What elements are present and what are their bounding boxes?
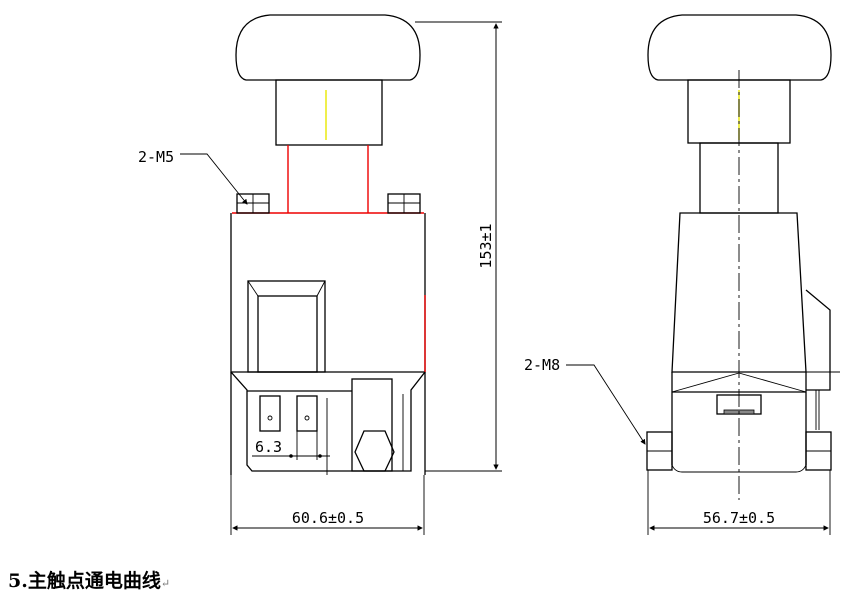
left-view: 6.3 60.6±0.5 153±1 2-M5: [138, 14, 502, 535]
terminal: [296, 395, 318, 432]
housing-lower: [230, 371, 426, 475]
m8-label: 2-M8: [524, 356, 560, 374]
m8-nut-left: [646, 431, 673, 471]
m5-nut-right: [387, 193, 421, 214]
upper-stem: [275, 79, 383, 146]
section-number: 5.: [8, 570, 28, 592]
height-dim: 153±1: [477, 223, 495, 268]
right-view: 56.7±0.5 2-M8: [524, 14, 840, 535]
section-heading: 5.主触点通电曲线↵: [8, 566, 170, 593]
width-dim: 56.7±0.5: [703, 509, 775, 527]
return-mark: ↵: [160, 577, 171, 590]
width-dim: 60.6±0.5: [292, 509, 364, 527]
m8-nut-right: [805, 431, 832, 471]
housing-upper: [230, 213, 426, 373]
mushroom-cap: [235, 14, 421, 81]
terminal-width-dim: 6.3: [255, 438, 282, 456]
section-title: 主触点通电曲线: [27, 570, 161, 592]
terminal: [259, 395, 281, 432]
hex-bolt: [354, 430, 395, 472]
m5-label: 2-M5: [138, 148, 174, 166]
mushroom-cap: [647, 14, 832, 81]
